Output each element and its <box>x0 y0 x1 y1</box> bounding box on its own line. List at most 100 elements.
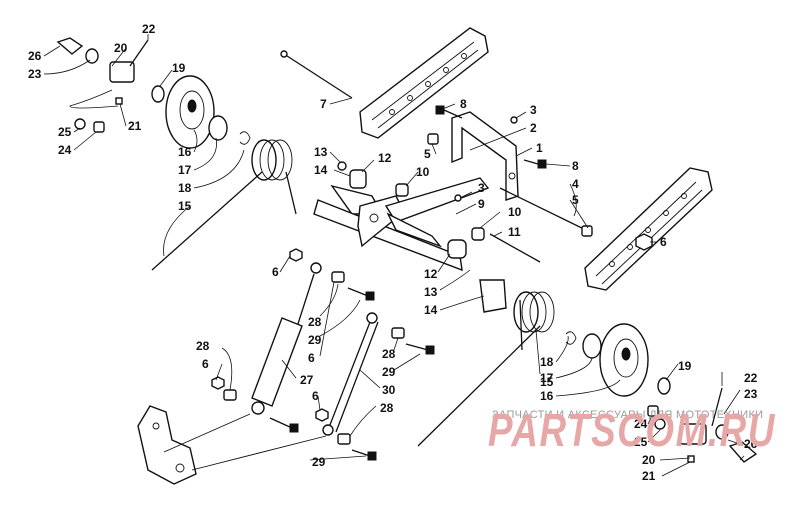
bushing-12-lower <box>447 239 467 259</box>
leader-lines <box>43 34 745 477</box>
spacer-28-shock-top <box>331 271 345 283</box>
pin-11 <box>489 233 541 263</box>
left-idler-wheel <box>165 75 215 149</box>
snap-ring-18-right <box>565 331 577 345</box>
callout-21-lower: 21 <box>642 469 656 483</box>
callout-1: 1 <box>536 141 543 155</box>
callout-29-shock-top: 29 <box>308 333 322 347</box>
callout-10-lower: 10 <box>508 205 522 219</box>
adjuster-assembly-lower <box>647 387 758 463</box>
bearing-17-left <box>208 115 228 141</box>
callout-19-lower: 19 <box>678 359 692 373</box>
bolt-8-upper <box>435 105 463 119</box>
callout-16-upper: 16 <box>178 145 192 159</box>
callout-19-upper: 19 <box>172 61 186 75</box>
right-torsion-spring <box>417 291 555 447</box>
callout-3-lower: 3 <box>478 181 485 195</box>
callout-4: 4 <box>572 177 579 191</box>
callout-8-right: 8 <box>572 159 579 173</box>
shaft-4 <box>499 187 591 233</box>
callout-2: 2 <box>530 121 537 135</box>
callout-3-upper: 3 <box>530 103 537 117</box>
callout-6-left: 6 <box>202 357 209 371</box>
bolt-8-right <box>523 159 547 169</box>
callout-26-lower: 26 <box>744 437 758 451</box>
bolt-29-link-top <box>405 343 435 355</box>
callout-11: 11 <box>508 225 521 239</box>
spacer-28-shock-bottom <box>223 389 237 401</box>
bolt-29-link-bottom <box>351 449 377 461</box>
callout-13-upper: 13 <box>314 145 328 159</box>
callout-24-lower: 24 <box>634 417 648 431</box>
callout-labels: 22 26 20 23 19 21 25 24 16 17 18 15 7 8 … <box>28 22 758 483</box>
callout-6-link: 6 <box>312 389 319 403</box>
callout-10-upper: 10 <box>416 165 430 179</box>
callout-5-right: 5 <box>572 193 579 207</box>
callout-7: 7 <box>320 97 327 111</box>
fitting-3-lower <box>454 194 462 202</box>
callout-6-shock-top: 6 <box>272 265 279 279</box>
callout-23-upper: 23 <box>28 67 42 81</box>
bushing-10-lower <box>471 227 485 241</box>
callout-20-upper: 20 <box>114 41 128 55</box>
callout-29-link: 29 <box>382 365 396 379</box>
watermark-caption: ЗАПЧАСТИ И АКСЕССУАРЫ ДЛЯ МОТОТЕХНИКИ <box>492 409 763 421</box>
bracket-1 <box>451 111 519 201</box>
callout-8-upper: 8 <box>460 97 467 111</box>
lower-mount-bracket <box>137 405 327 485</box>
callout-21-upper: 21 <box>128 119 142 133</box>
shock-absorber <box>251 262 322 415</box>
callout-20-lower: 20 <box>642 453 656 467</box>
rod-7 <box>280 50 353 99</box>
rear-arm-assembly <box>313 177 490 272</box>
left-torsion-spring <box>151 139 297 271</box>
tube-14 <box>479 279 507 313</box>
spacer-5-upper <box>427 133 439 145</box>
callout-9: 9 <box>478 197 485 211</box>
washer-19-right <box>657 377 671 395</box>
callout-14-upper: 14 <box>314 163 328 177</box>
bolt-29-shock-top <box>347 287 375 301</box>
callout-24-upper: 24 <box>58 143 72 157</box>
spacer-28-link-top <box>391 327 405 339</box>
callout-23-lower: 23 <box>744 387 758 401</box>
washer-19-left <box>151 85 165 103</box>
bushing-12-upper <box>349 169 367 189</box>
nut-6-shock-top <box>289 248 303 262</box>
callout-15-upper: 15 <box>178 199 192 213</box>
callout-12-lower: 12 <box>424 267 438 281</box>
grease-fitting-3 <box>510 116 518 124</box>
bolt-29-shock-bottom <box>269 417 299 433</box>
callout-18-upper: 18 <box>178 181 192 195</box>
snap-ring-18-left <box>239 131 251 145</box>
upper-rail-plate <box>359 27 489 139</box>
lower-rail-plate <box>584 167 713 291</box>
callout-26-upper: 26 <box>28 49 42 63</box>
callout-16-lower: 16 <box>540 389 554 403</box>
nut-6-shock-bottom <box>211 376 225 390</box>
callout-29-bottom: 29 <box>312 455 326 469</box>
callout-30: 30 <box>382 383 396 397</box>
bushing-10-upper <box>395 183 409 197</box>
nut-6-right <box>635 233 653 251</box>
callout-25-lower: 25 <box>634 435 648 449</box>
callout-13-lower: 13 <box>424 285 438 299</box>
callout-17-lower: 17 <box>540 371 554 385</box>
callout-28-shock-top: 28 <box>308 315 322 329</box>
callout-27: 27 <box>300 373 314 387</box>
right-idler-wheel <box>599 323 649 397</box>
callout-22-upper: 22 <box>142 22 156 36</box>
callout-12-upper: 12 <box>378 151 392 165</box>
spacer-5-lower <box>581 225 593 237</box>
callout-28-link: 28 <box>382 347 396 361</box>
link-arm-30 <box>322 312 379 436</box>
watermark-logo: PARTSCOM.RU <box>488 404 776 456</box>
callout-18-lower: 18 <box>540 355 554 369</box>
callout-6-mid: 6 <box>308 351 315 365</box>
callout-15-lower: 15 <box>540 375 554 389</box>
washer-13-upper <box>337 161 347 171</box>
callout-28-left: 28 <box>196 339 210 353</box>
callout-28-bottom: 28 <box>380 401 394 415</box>
